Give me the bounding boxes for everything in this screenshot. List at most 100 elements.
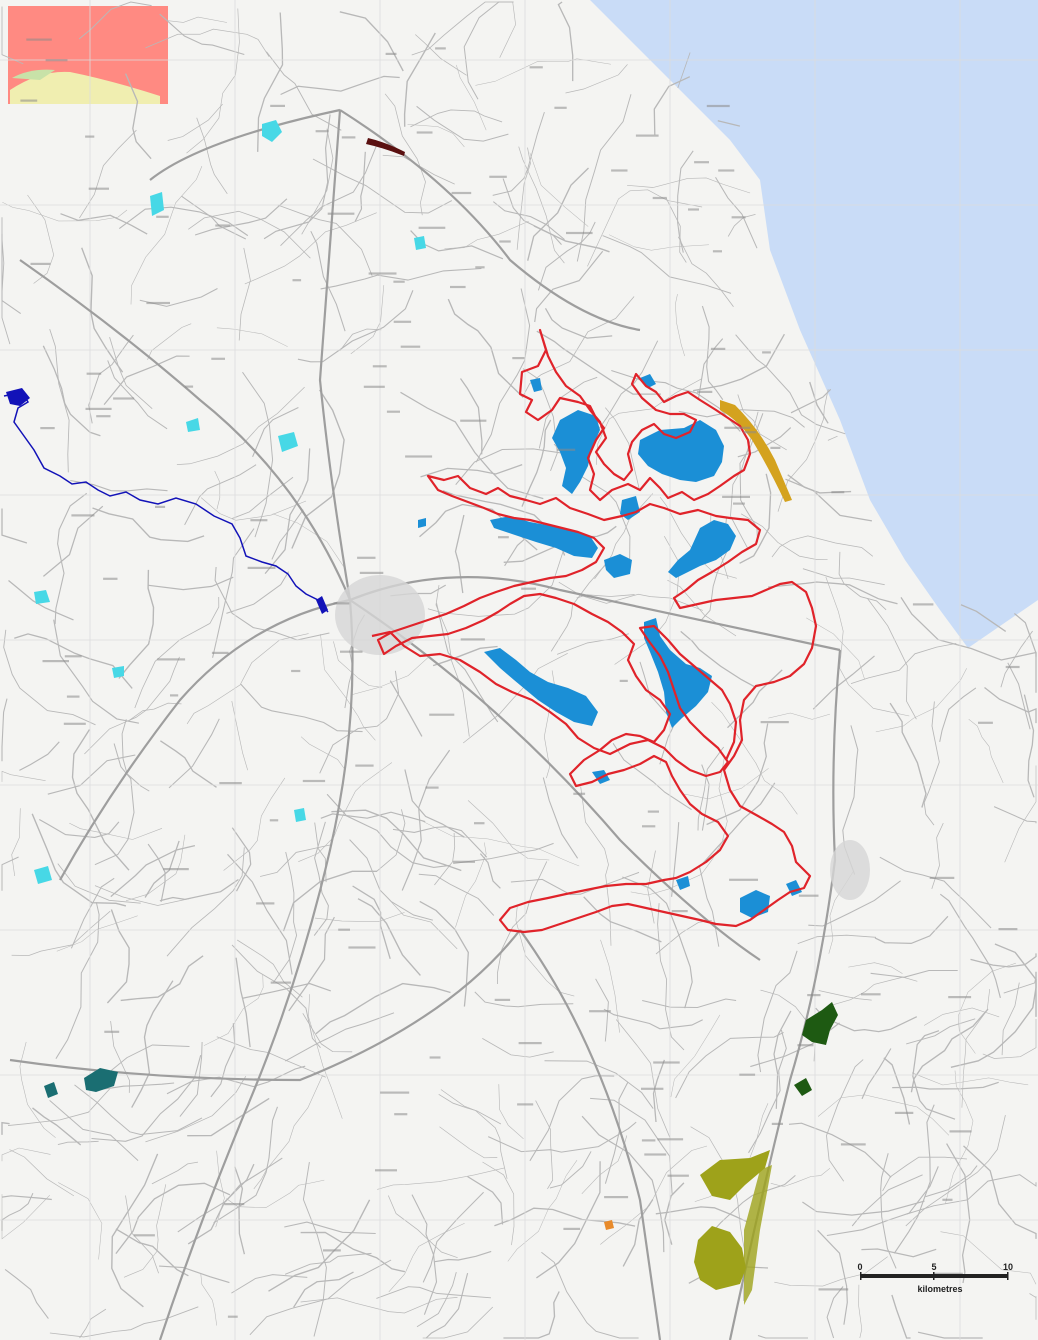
minor-road <box>940 1231 1037 1285</box>
place-mark <box>710 347 726 350</box>
minor-road <box>533 225 610 253</box>
dark-red-strip <box>366 138 405 156</box>
place-mark <box>20 99 38 102</box>
place-mark <box>157 658 186 661</box>
coastal-gold-strip <box>720 400 792 502</box>
minor-road <box>235 957 251 1048</box>
place-mark <box>435 47 446 50</box>
place-mark <box>211 357 225 360</box>
minor-road <box>121 719 150 792</box>
minor-road <box>313 821 329 936</box>
broad-4 <box>490 516 598 558</box>
place-mark <box>647 810 659 813</box>
scale-bar-segment-2 <box>934 1274 1008 1278</box>
minor-road <box>883 1057 911 1125</box>
minor-road <box>939 687 977 743</box>
minor-road <box>608 234 709 251</box>
minor-road <box>387 897 458 950</box>
minor-road <box>1 770 46 782</box>
minor-road <box>797 934 877 945</box>
place-mark <box>400 345 421 348</box>
place-mark <box>104 1030 120 1033</box>
minor-road <box>757 950 798 1073</box>
minor-road <box>277 204 373 277</box>
minor-road <box>556 633 629 655</box>
coastal-strip-green <box>12 69 55 80</box>
minor-road <box>542 777 579 859</box>
urban-area-great-yarmouth <box>830 840 870 900</box>
minor-road <box>55 902 100 1059</box>
minor-road <box>544 307 613 339</box>
olive-patch-3 <box>744 1165 772 1305</box>
minor-road <box>11 808 21 877</box>
place-mark <box>372 365 387 368</box>
minor-road <box>993 806 1037 824</box>
minor-road <box>905 1115 1006 1227</box>
minor-road <box>333 641 383 688</box>
minor-road <box>125 834 186 902</box>
minor-road <box>115 1228 189 1277</box>
minor-road <box>826 1166 939 1237</box>
minor-road <box>234 1166 246 1255</box>
minor-road <box>536 1161 601 1279</box>
place-mark <box>425 786 439 789</box>
minor-road <box>737 427 792 458</box>
minor-road <box>600 939 620 1033</box>
place-mark <box>315 130 329 133</box>
minor-road <box>92 507 205 543</box>
place-mark <box>359 571 384 574</box>
minor-road <box>790 388 832 414</box>
place-mark <box>146 301 170 305</box>
place-mark <box>840 1143 866 1146</box>
minor-road <box>420 463 523 478</box>
minor-road <box>435 603 499 723</box>
minor-road <box>453 842 554 864</box>
place-mark <box>642 825 656 828</box>
minor-road <box>315 982 451 1035</box>
minor-road <box>604 407 640 491</box>
water-bodies <box>418 374 802 918</box>
minor-road <box>231 476 294 520</box>
place-mark <box>512 357 525 360</box>
minor-road <box>910 1008 989 1093</box>
minor-road <box>639 661 671 719</box>
place-mark <box>694 161 709 164</box>
minor-road <box>1 1147 51 1162</box>
minor-road <box>212 528 255 658</box>
minor-road <box>550 562 608 652</box>
minor-road <box>697 338 724 399</box>
place-mark <box>770 446 781 449</box>
place-mark <box>657 1138 684 1141</box>
minor-road <box>600 1145 708 1245</box>
minor-road <box>1007 662 1031 730</box>
place-mark <box>894 1111 914 1114</box>
minor-road <box>522 368 558 471</box>
place-mark <box>706 104 730 108</box>
place-mark <box>771 1122 783 1125</box>
place-mark <box>498 536 509 539</box>
place-mark <box>63 722 86 725</box>
minor-road <box>612 743 692 811</box>
place-mark <box>460 419 487 422</box>
minor-road <box>817 1229 848 1325</box>
minor-road <box>475 288 531 463</box>
minor-road <box>19 741 60 771</box>
minor-road <box>168 718 220 789</box>
minor-road <box>1014 613 1037 693</box>
place-mark <box>521 587 536 590</box>
minor-road <box>715 176 758 249</box>
minor-road <box>757 1334 808 1339</box>
dark-teal-patch-2 <box>44 1082 58 1098</box>
minor-road <box>595 978 609 1042</box>
minor-road <box>214 470 221 510</box>
place-mark <box>573 792 586 795</box>
place-mark <box>341 136 356 139</box>
minor-road <box>302 1162 327 1337</box>
minor-road <box>482 1038 554 1058</box>
minor-road <box>179 1041 203 1117</box>
minor-road <box>739 473 772 564</box>
minor-road <box>748 1029 787 1154</box>
minor-road <box>627 177 751 194</box>
minor-road <box>1023 694 1035 798</box>
place-mark <box>113 397 135 400</box>
